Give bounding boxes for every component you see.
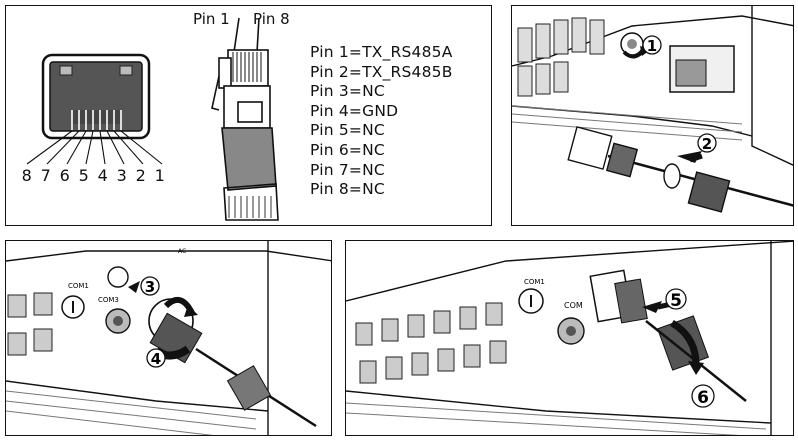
socket-pin-number: 5 (78, 166, 91, 185)
pin1-top-label: Pin 1 (193, 10, 230, 28)
socket-pin-number: 8 (21, 166, 34, 185)
step-panel-remove-cap: 1 2 (511, 5, 794, 226)
pin-assignment: Pin 7=NC (310, 160, 385, 179)
inverter-com-ports-illustration: COM1 COM3 AC 3 4 (6, 241, 331, 435)
step-number: 5 (670, 291, 682, 311)
pin8-top-label: Pin 8 (253, 10, 290, 28)
pin-assignment: Pin 6=NC (310, 140, 385, 159)
socket-pin-number: 7 (40, 166, 53, 185)
com1-label: COM1 (524, 278, 545, 286)
pin-assignment: Pin 8=NC (310, 180, 385, 199)
socket-pin-number: 3 (116, 166, 129, 185)
pin-assignment: Pin 2=TX_RS485B (310, 62, 453, 81)
step-number: 4 (151, 350, 161, 368)
step-number: 3 (145, 278, 155, 296)
socket-pin-number: 2 (135, 166, 148, 185)
com1-label: COM1 (68, 282, 89, 290)
pin-assignment: Pin 1=TX_RS485A (310, 43, 453, 61)
socket-pin-number: 6 (59, 166, 72, 185)
inverter-port-illustration: 1 2 (512, 6, 793, 213)
socket-pin-number: 4 (97, 166, 110, 185)
step-panel-insert-connector: COM1 COM3 AC 3 4 (5, 240, 332, 436)
step-number: 1 (647, 37, 657, 55)
rj45-plug (211, 17, 279, 221)
pin-assignment: Pin 3=NC (310, 82, 385, 101)
step-number: 2 (702, 135, 712, 153)
rj45-socket (26, 53, 163, 165)
pin-assignment: Pin 4=GND (310, 101, 399, 120)
socket-pin-number: 1 (154, 166, 167, 185)
ac-label: AC (178, 248, 186, 255)
step-number: 6 (697, 388, 709, 408)
rj45-socket-and-plug-drawing (26, 17, 279, 221)
pin-assignment-list: Pin 1=TX_RS485A Pin 2=TX_RS485B Pin 3=NC… (310, 43, 453, 200)
step-panel-tighten-nut: COM1 COM 5 6 (345, 240, 794, 436)
com3-label: COM3 (98, 296, 119, 304)
inverter-connector-tighten-illustration: COM1 COM 5 6 (346, 241, 793, 435)
pin-assignment: Pin 5=NC (310, 121, 385, 140)
com-label: COM (564, 301, 583, 310)
